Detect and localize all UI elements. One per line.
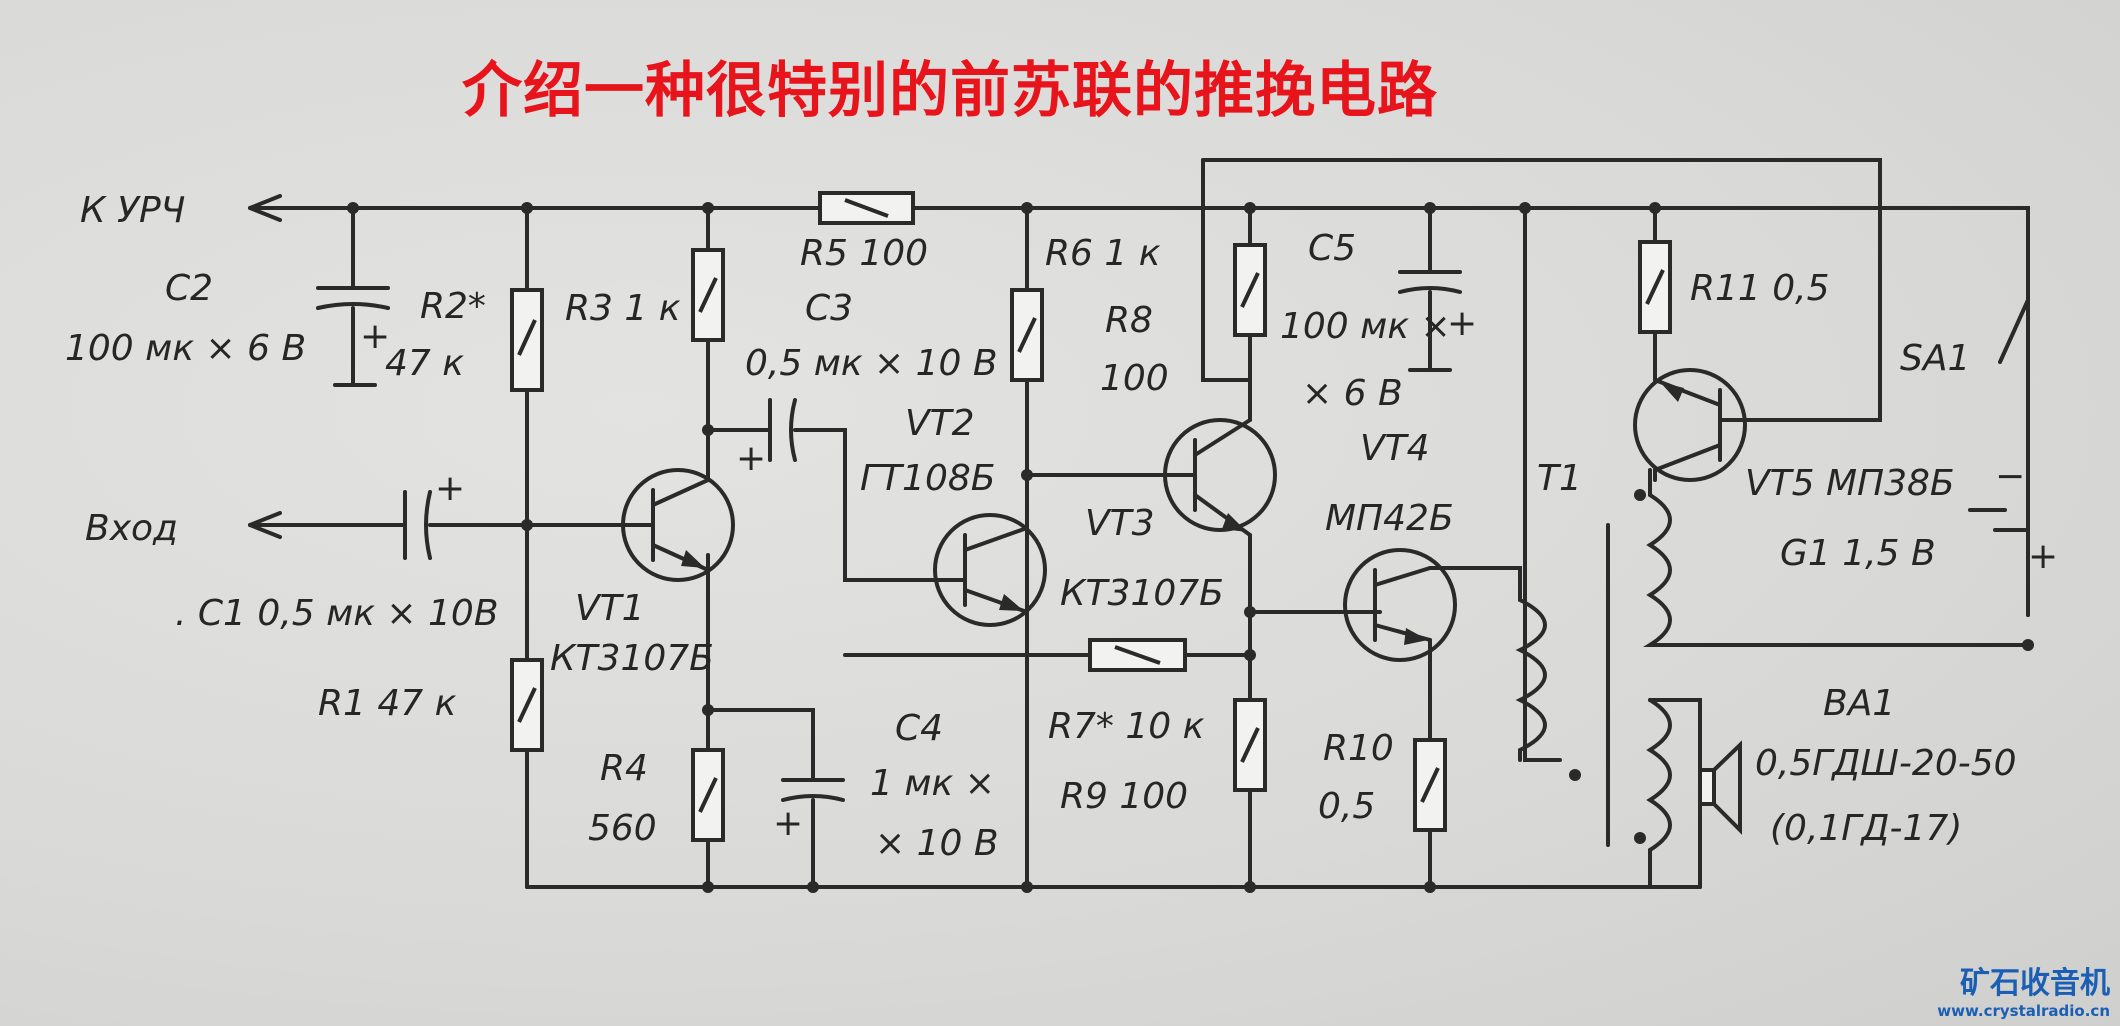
label-ba1: BA1 <box>1823 683 1895 724</box>
watermark-url: www.crystalradio.cn <box>1937 1002 2110 1020</box>
capacitor-c1 <box>403 490 432 560</box>
label-c3: C3 <box>805 288 853 329</box>
page-title: 介绍一种很特别的前苏联的推挽电路 <box>462 56 1438 126</box>
resistor-r6 <box>1010 288 1044 382</box>
label-vt4: VT4 <box>1360 428 1430 469</box>
resistor-r1 <box>510 658 544 752</box>
watermark-text: 矿石收音机 <box>1960 966 2110 1001</box>
label-c5-value: 100 мк × <box>1280 306 1451 347</box>
label-vt2: VT2 <box>905 403 975 444</box>
resistor-r5 <box>818 191 915 225</box>
capacitor-c2 <box>316 286 390 310</box>
label-vt3-type: КТ3107Б <box>1060 573 1224 614</box>
label-c1: . C1 0,5 мк × 10В <box>175 593 499 634</box>
resistor-r10 <box>1413 738 1447 832</box>
label-ba1-type-2: (0,1ГД-17) <box>1770 808 1962 849</box>
label-r3: R3 1 к <box>565 288 681 329</box>
resistor-r3 <box>691 248 725 342</box>
label-r4: R4 <box>600 748 648 789</box>
capacitor-c4 <box>781 778 845 802</box>
label-r7: R7* 10 к <box>1048 706 1205 747</box>
label-r2-value: 47 к <box>385 343 464 384</box>
label-plus-c2: + <box>360 316 390 357</box>
label-ba1-type: 0,5ГДШ-20-50 <box>1755 743 2017 784</box>
label-r8: R8 <box>1105 300 1153 341</box>
label-vt2-type: ГТ108Б <box>860 458 995 499</box>
label-r10: R10 <box>1323 728 1394 769</box>
capacitor-c5 <box>1398 270 1462 294</box>
label-vt1: VT1 <box>575 588 645 629</box>
label-r2: R2* <box>420 286 486 327</box>
transistor-vt3 <box>1163 418 1277 537</box>
label-battery-plus: + <box>2028 536 2058 577</box>
label-r4-value: 560 <box>588 808 657 849</box>
label-r9: R9 100 <box>1060 776 1188 817</box>
label-r5: R5 100 <box>800 233 928 274</box>
label-c4: C4 <box>895 708 943 749</box>
label-input: Вход <box>85 508 178 549</box>
label-r10-value: 0,5 <box>1318 786 1375 827</box>
label-output: К УРЧ <box>80 190 185 231</box>
speaker-ba1 <box>1698 740 1742 835</box>
resistor-r4 <box>691 748 725 842</box>
label-r6: R6 1 к <box>1045 233 1161 274</box>
labels: К УРЧ Вход C2 100 мк × 6 В R2* 47 к R3 1… <box>65 190 2058 864</box>
capacitor-c3 <box>768 398 797 462</box>
resistor-r11 <box>1638 240 1672 334</box>
label-battery-minus: − <box>1995 456 2025 497</box>
watermark: 矿石收音机 www.crystalradio.cn <box>1937 966 2110 1020</box>
label-t1: T1 <box>1537 458 1582 499</box>
label-vt1-type: КТ3107Б <box>550 638 714 679</box>
label-vt5: VT5 МП38Б <box>1745 463 1955 504</box>
label-vt4-type: МП42Б <box>1325 498 1454 539</box>
label-c2-value: 100 мк × 6 В <box>65 328 306 369</box>
resistor-r9 <box>1233 698 1267 792</box>
label-g1: G1 1,5 В <box>1780 533 1936 574</box>
label-c3-value: 0,5 мк × 10 В <box>745 343 998 384</box>
transistor-vt1 <box>621 468 735 582</box>
label-c2: C2 <box>165 268 213 309</box>
resistor-r7 <box>1088 638 1187 672</box>
transistor-vt5 <box>1633 368 1747 482</box>
resistor-r8 <box>1233 243 1267 337</box>
label-plus-c3: + <box>736 438 766 479</box>
resistor-r2 <box>510 288 544 392</box>
label-c5: C5 <box>1308 228 1356 269</box>
label-c4-value-2: × 10 В <box>875 823 999 864</box>
transistor-vt4 <box>1343 548 1457 662</box>
label-vt3: VT3 <box>1085 503 1155 544</box>
label-sa1: SA1 <box>1900 338 1970 379</box>
label-r8-value: 100 <box>1100 358 1169 399</box>
wires <box>248 158 2030 889</box>
junctions <box>347 202 2034 893</box>
label-r1: R1 47 к <box>318 683 457 724</box>
label-plus-c5: + <box>1447 303 1477 344</box>
label-r11: R11 0,5 <box>1690 268 1830 309</box>
label-c5-value-2: × 6 В <box>1302 373 1403 414</box>
label-plus-c4: + <box>773 803 803 844</box>
label-c4-value: 1 мк × <box>870 763 995 804</box>
transistor-vt2 <box>933 473 1047 889</box>
label-plus-c1: + <box>435 468 465 509</box>
